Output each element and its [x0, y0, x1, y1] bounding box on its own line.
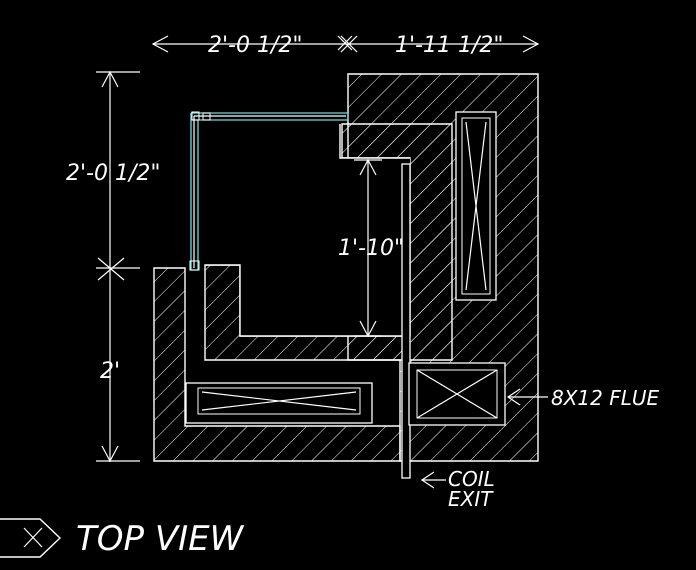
coil-exit-label-line1: COIL — [448, 467, 495, 491]
view-title: TOP VIEW — [76, 519, 245, 559]
dim-inner-label: 1'-10" — [338, 236, 404, 261]
dim-top-left-label: 2'-0 1/2" — [208, 33, 303, 58]
coil-exit-callout-arrow — [420, 471, 446, 489]
dim-left-upper-label: 2'-0 1/2" — [66, 161, 161, 186]
flue-box — [408, 362, 506, 426]
coil-pipe — [401, 163, 411, 479]
left-lower-block — [153, 267, 401, 462]
bottom-coil-element — [185, 382, 373, 424]
dimension-top — [151, 35, 540, 53]
dim-top-right-label: 1'-11 1/2" — [395, 33, 504, 58]
cyan-frame — [189, 111, 349, 271]
firebox-opening — [205, 124, 410, 337]
right-coil-element — [455, 111, 497, 301]
dim-left-lower-label: 2' — [100, 359, 120, 384]
view-marker-icon — [0, 518, 62, 558]
flue-callout-arrow — [506, 388, 548, 406]
dimension-inner — [354, 158, 382, 338]
coil-exit-label-line2: EXIT — [448, 487, 494, 511]
dimension-left — [96, 70, 140, 463]
flue-label: 8X12 FLUE — [551, 386, 660, 410]
